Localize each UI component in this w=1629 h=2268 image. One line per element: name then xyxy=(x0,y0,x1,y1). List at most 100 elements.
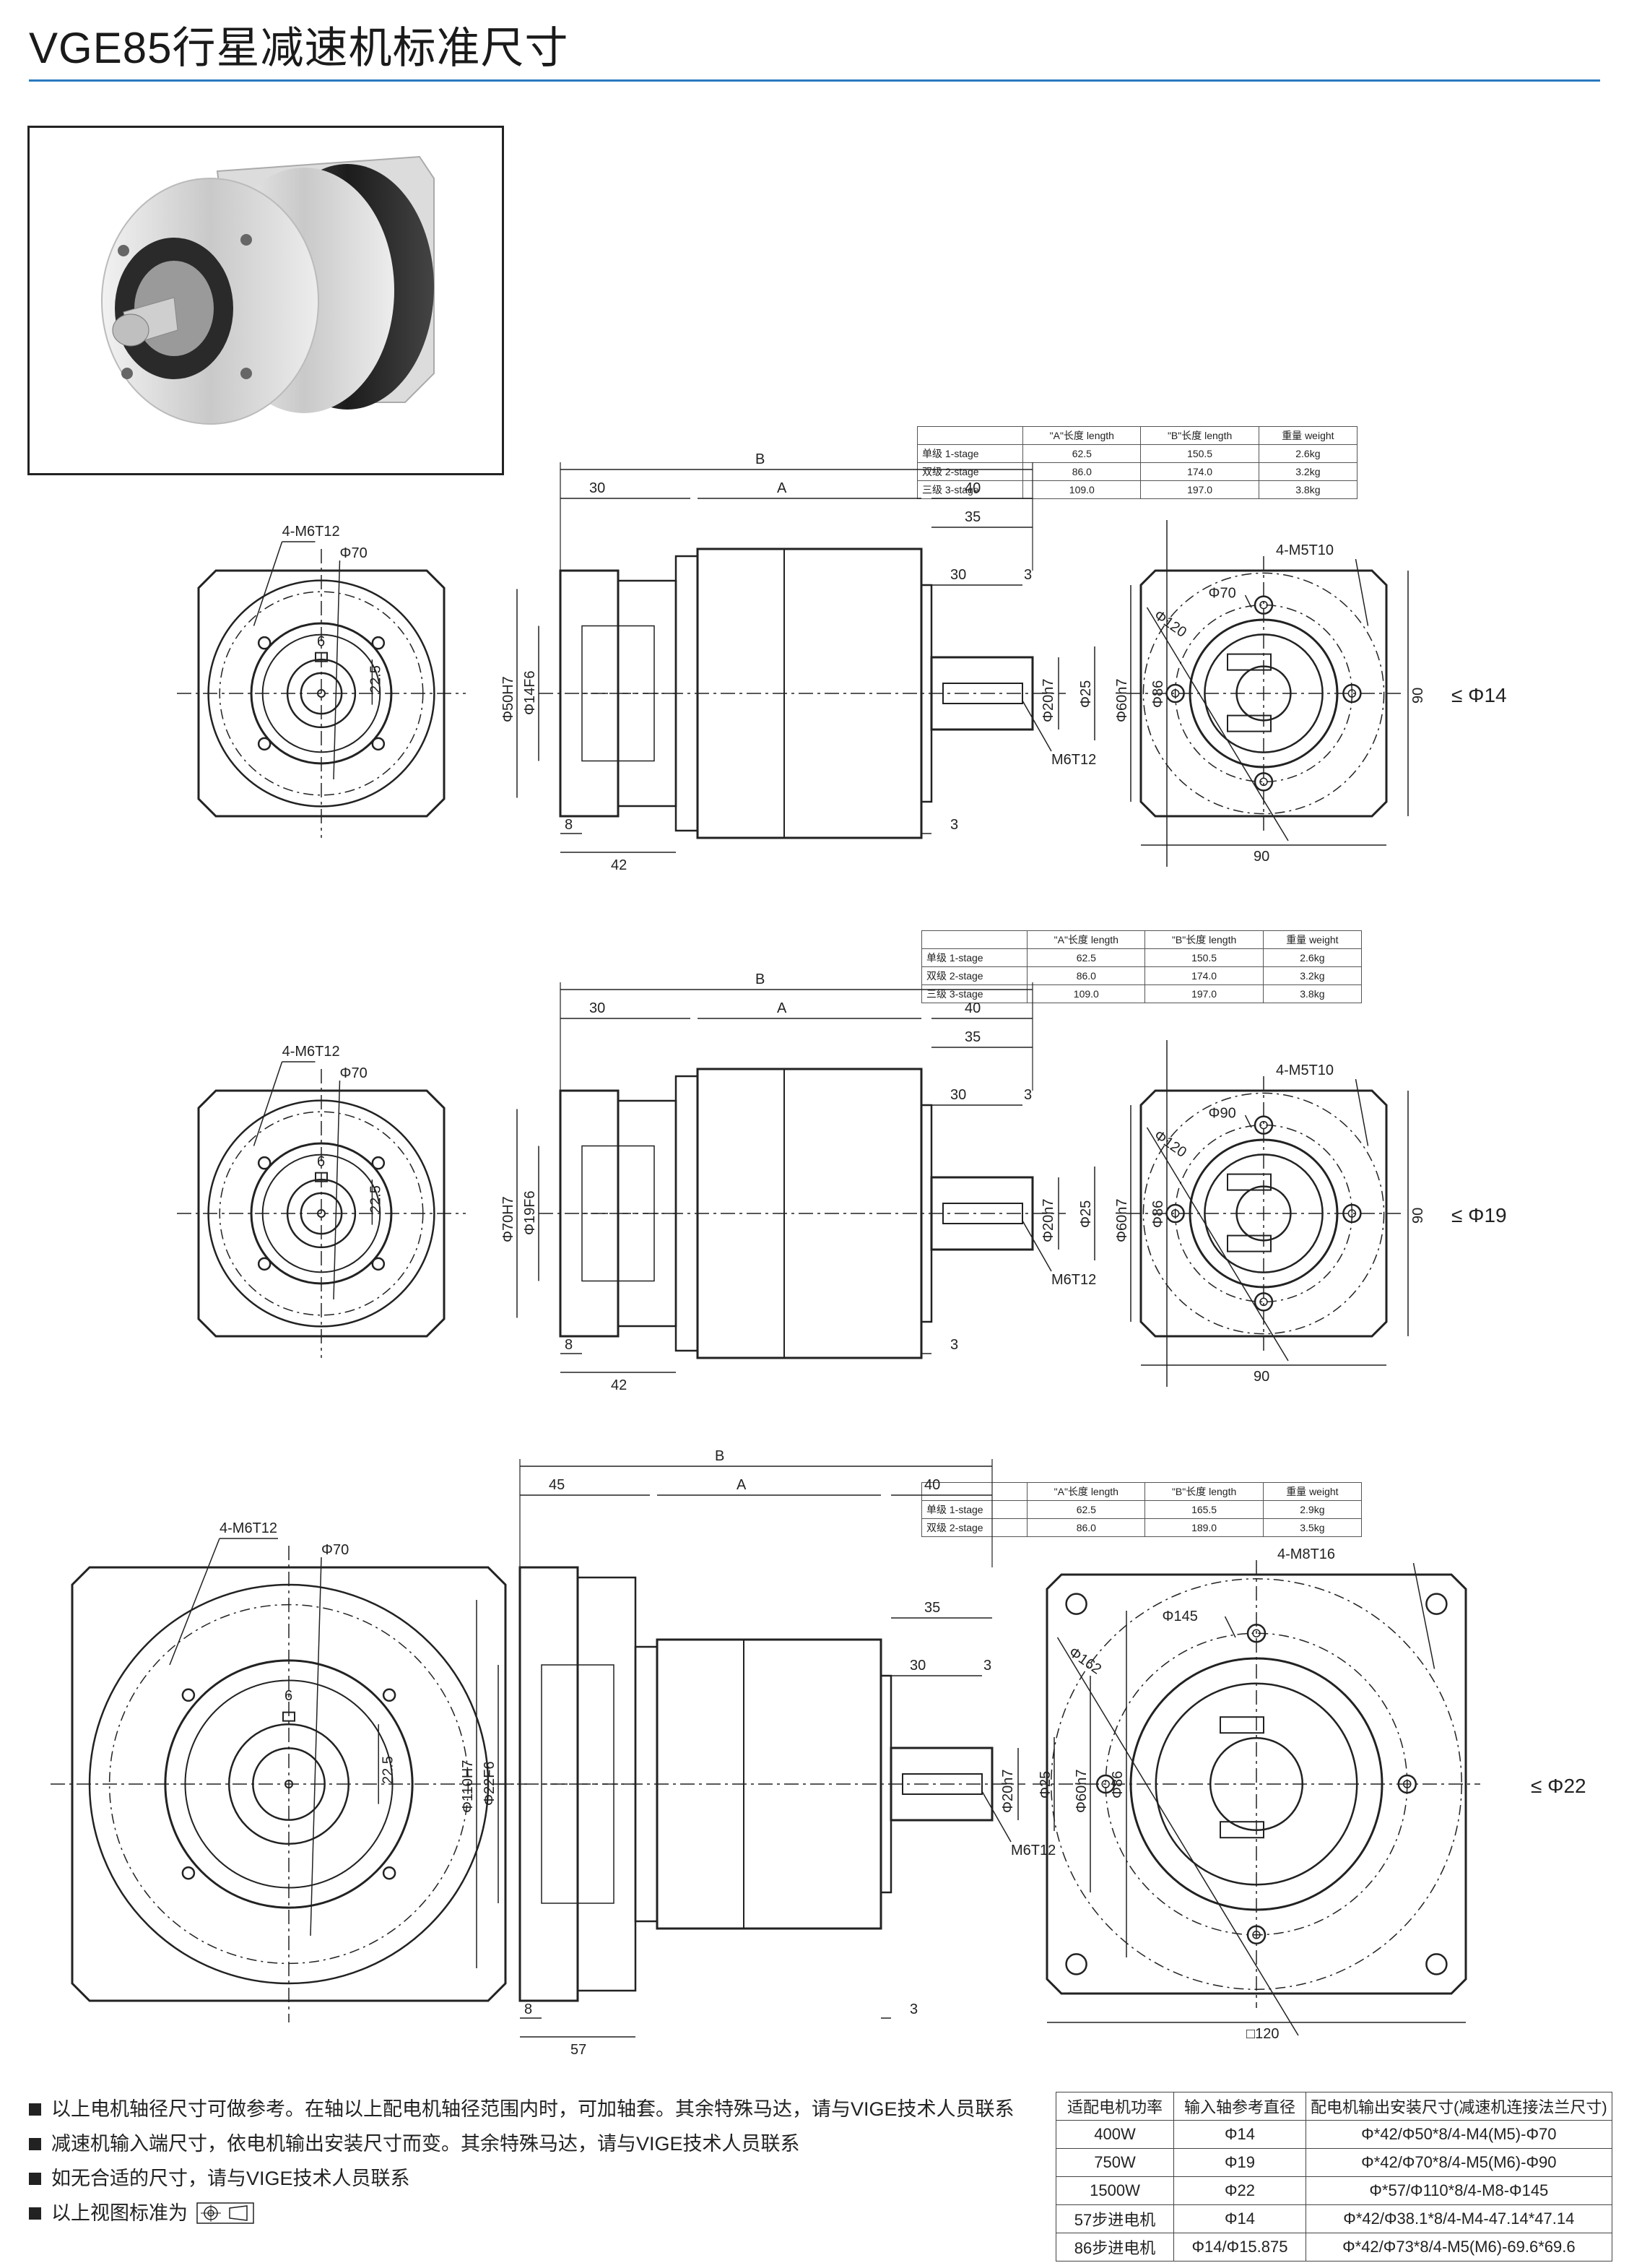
dimension-label: 22.5 xyxy=(368,665,383,693)
motor-cell: 400W xyxy=(1056,2120,1174,2149)
gearbox-photo xyxy=(101,155,435,425)
dimension-label: 30 xyxy=(950,567,966,583)
spec-table-3: "A"长度 length "B"长度 length 重量 weight 单级 1… xyxy=(921,1482,1363,1537)
leader-line xyxy=(1355,1078,1369,1146)
rear-diag-circle xyxy=(1142,572,1385,815)
dimension-label: 3 xyxy=(950,1337,958,1353)
motor-cell: Φ14 xyxy=(1173,2120,1306,2149)
key-slot xyxy=(315,652,328,662)
dimension-label: 8 xyxy=(524,2001,532,2017)
spec-cell: 3.8kg xyxy=(1262,984,1363,1003)
spec-cell: 双级 2-stage xyxy=(921,966,1028,985)
spec-header-row: "A"长度 length "B"长度 length 重量 weight xyxy=(916,426,1358,445)
dimension-label: Φ86 xyxy=(1150,1200,1166,1228)
leader-line xyxy=(1412,1562,1435,1669)
dimension-label: 90 xyxy=(1254,1369,1269,1385)
spec-cell: 2.6kg xyxy=(1262,948,1363,967)
spec-cell: 3.8kg xyxy=(1258,480,1358,499)
dimension-label: 90 xyxy=(1410,1208,1426,1224)
spec-header-cell: "A"长度 length xyxy=(1022,426,1142,445)
note-text: 如无合适的尺寸，请与VIGE技术人员联系 xyxy=(51,2168,410,2189)
spec-cell: 86.0 xyxy=(1022,462,1142,481)
leader-line xyxy=(1355,558,1369,626)
dimension-label: 40 xyxy=(965,1000,981,1016)
key-slot xyxy=(315,1172,328,1182)
dimension-label: Φ50H7 xyxy=(500,676,516,722)
bullet-square-icon xyxy=(29,2103,41,2116)
spec-header-cell: "B"长度 length xyxy=(1140,426,1259,445)
dimension-label: B xyxy=(755,451,765,467)
dimension-label: M6T12 xyxy=(1011,1843,1056,1858)
dimension-label: Φ90 xyxy=(1209,1105,1236,1121)
rear-flange-outline xyxy=(1046,1573,1467,1995)
dimension-label: 35 xyxy=(965,509,981,525)
dimension-label: 4-M6T12 xyxy=(282,524,340,540)
dimension-label: 90 xyxy=(1410,688,1426,704)
spec-cell: 2.9kg xyxy=(1262,1500,1363,1519)
mount-hole xyxy=(181,1688,196,1702)
leader-line xyxy=(253,1061,283,1146)
spec-header-cell: "B"长度 length xyxy=(1144,1482,1264,1501)
corner-hole xyxy=(1065,1593,1087,1615)
spec-row: 三级 3-stage 109.0 197.0 3.8kg xyxy=(921,984,1363,1003)
dimension-label: 22.5 xyxy=(381,1756,396,1784)
note-text: 减速机输入端尺寸，依电机输出安装尺寸而变。其余特殊马达，请与VIGE技术人员联系 xyxy=(51,2133,800,2155)
motor-header-cell: 输入轴参考直径 xyxy=(1173,2092,1306,2121)
dimension-label: 3 xyxy=(1024,1087,1032,1103)
dimension-label: Φ25 xyxy=(1078,1200,1094,1228)
dimension-label: Φ70H7 xyxy=(500,1196,516,1242)
page-title: VGE85行星减速机标准尺寸 xyxy=(29,24,569,72)
corner-hole xyxy=(1425,1953,1448,1975)
spec-cell: 双级 2-stage xyxy=(921,1518,1028,1537)
spec-cell: 174.0 xyxy=(1140,462,1259,481)
dimension-label: Φ145 xyxy=(1163,1609,1198,1624)
dimension-label: 30 xyxy=(910,1658,926,1674)
dimension-label: A xyxy=(777,1000,787,1016)
mount-hole xyxy=(371,1156,386,1170)
leader-line xyxy=(1146,607,1289,841)
bullet-square-icon xyxy=(29,2172,41,2185)
spec-table-1: "A"长度 length "B"长度 length 重量 weight 单级 1… xyxy=(916,426,1358,499)
dimension-label: Φ20h7 xyxy=(1000,1770,1016,1813)
spec-header-cell xyxy=(921,930,1028,949)
dimension-label: 3 xyxy=(910,2001,918,2017)
dimension-label: 40 xyxy=(924,1477,940,1493)
spec-cell: 62.5 xyxy=(1022,444,1142,463)
motor-cell: Φ*42/Φ70*8/4-M5(M6)-Φ90 xyxy=(1306,2148,1612,2177)
dimension-label: Φ60h7 xyxy=(1114,679,1130,722)
key-slot xyxy=(282,1711,295,1722)
notes-list: 以上电机轴径尺寸可做参考。在轴以上配电机轴径范围内时，可加轴套。其余特殊马达，请… xyxy=(29,2092,1015,2230)
dimension-label: Φ86 xyxy=(1150,680,1166,708)
motor-adapter-table: 适配电机功率 输入轴参考直径 配电机输出安装尺寸(减速机连接法兰尺寸) 400W… xyxy=(1056,2092,1612,2261)
front-flange-outline xyxy=(71,1566,507,2002)
mount-hole xyxy=(257,1257,272,1271)
dimension-label: 4-M5T10 xyxy=(1276,542,1334,558)
spec-cell: 150.5 xyxy=(1144,948,1264,967)
dimension-label: Φ70 xyxy=(340,1065,368,1081)
motor-cell: 57步进电机 xyxy=(1056,2204,1174,2233)
leader-line xyxy=(1022,700,1052,752)
rear-pcd-circle xyxy=(1174,604,1353,783)
spec-row: 单级 1-stage 62.5 150.5 2.6kg xyxy=(921,948,1363,967)
dimension-label: 57 xyxy=(570,2042,586,2058)
spec-header-cell: 重量 weight xyxy=(1262,1482,1363,1501)
mount-hole xyxy=(371,1257,386,1271)
dimension-label: 40 xyxy=(965,480,981,496)
dimension-label: Φ120 xyxy=(1151,607,1189,641)
motor-header-cell: 适配电机功率 xyxy=(1056,2092,1174,2121)
dimension-label: Φ19F6 xyxy=(522,1190,538,1235)
spec-header-cell: "A"长度 length xyxy=(1027,1482,1146,1501)
dimension-label: 35 xyxy=(924,1600,940,1616)
motor-cell: Φ*42/Φ50*8/4-M4(M5)-Φ70 xyxy=(1306,2120,1612,2149)
motor-cell: Φ14 xyxy=(1173,2204,1306,2233)
dimension-label: 4-M5T10 xyxy=(1276,1062,1334,1078)
spec-cell: 165.5 xyxy=(1144,1500,1264,1519)
dimension-label: 35 xyxy=(965,1029,981,1045)
spec-cell: 86.0 xyxy=(1027,1518,1146,1537)
mount-hole xyxy=(181,1866,196,1880)
dimension-label: B xyxy=(715,1448,724,1464)
corner-hole xyxy=(1425,1593,1448,1615)
clamp-slot xyxy=(1227,714,1272,732)
mount-hole xyxy=(257,1156,272,1170)
